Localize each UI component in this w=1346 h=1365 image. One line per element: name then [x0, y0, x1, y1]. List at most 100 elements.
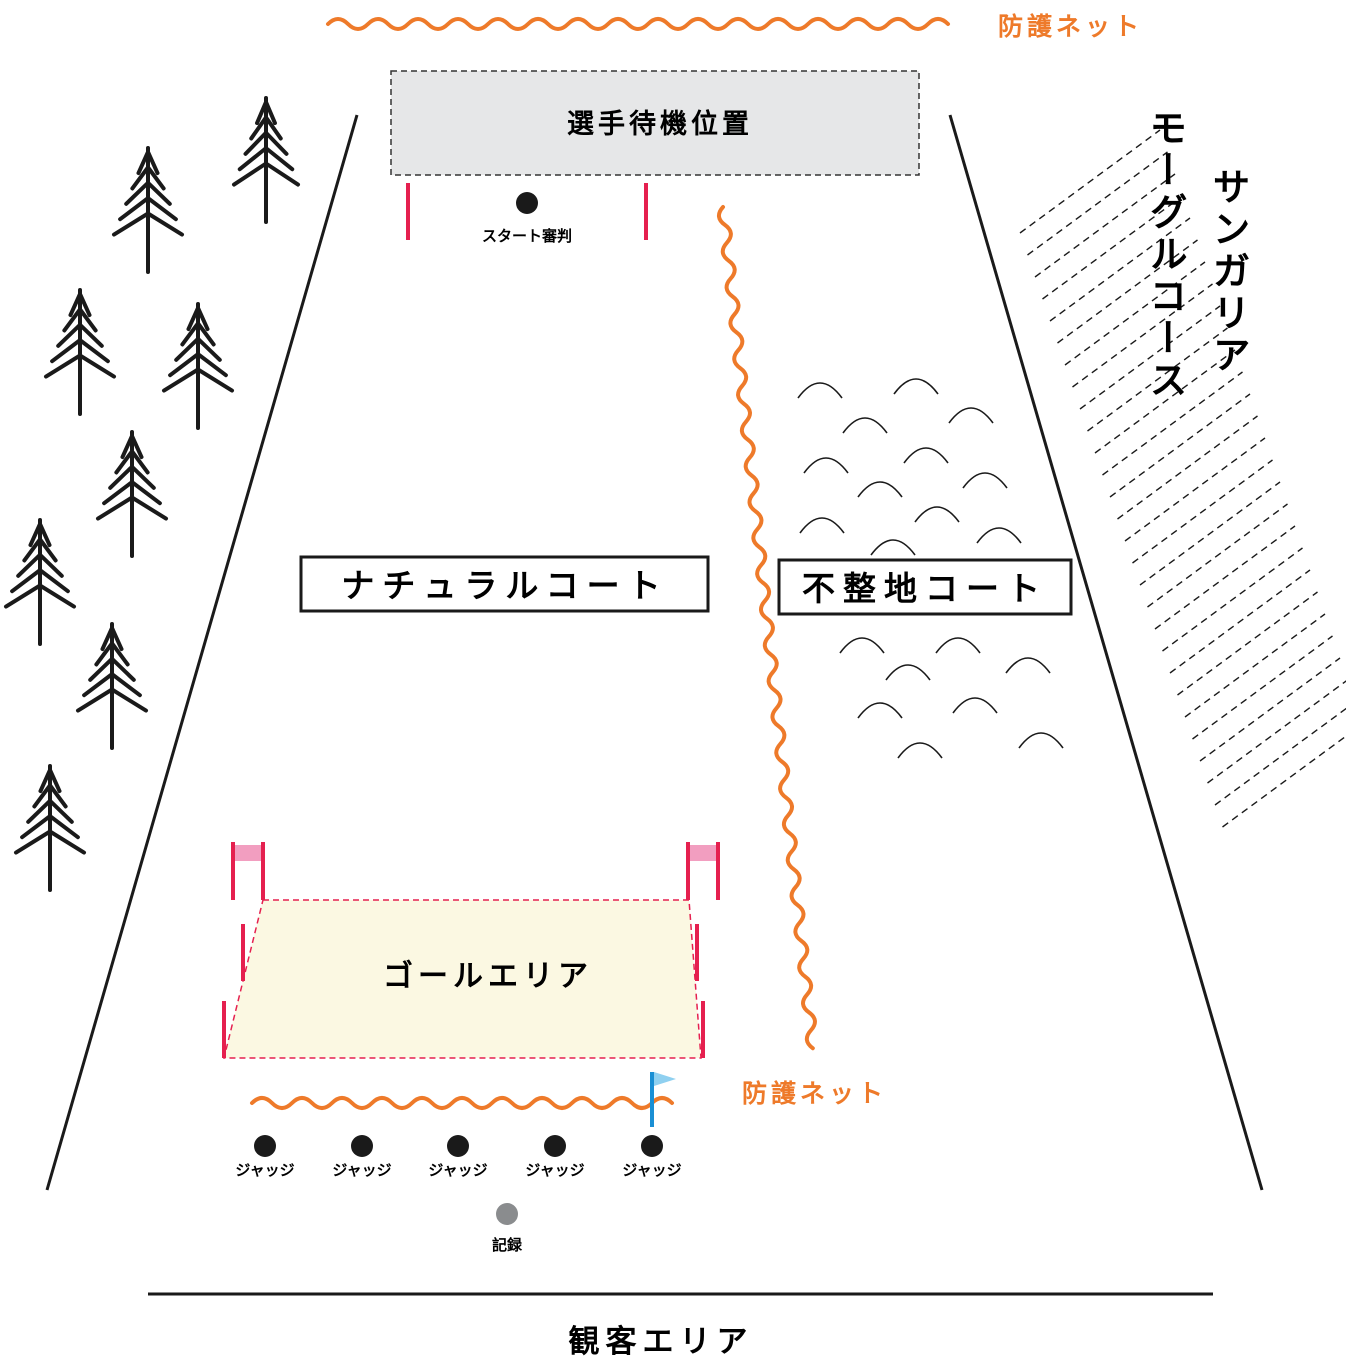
mogul-bump	[857, 702, 903, 719]
hatch-line	[1034, 173, 1176, 278]
start-judge-dot	[516, 192, 538, 214]
hatch-line	[1177, 591, 1318, 696]
hatch-line	[1169, 569, 1311, 674]
hatch-line	[1184, 613, 1326, 718]
judge-dot	[447, 1135, 469, 1157]
mogul-bump	[803, 457, 849, 474]
mogul-bump	[799, 517, 845, 534]
tree	[4, 518, 76, 646]
mogul-bump	[976, 527, 1022, 544]
hatch-line	[1102, 371, 1243, 476]
tree	[96, 430, 168, 558]
mogul-bump	[897, 742, 943, 759]
net-bottom-label: 防護ネット	[742, 1079, 887, 1108]
hatch-line	[1117, 415, 1258, 520]
mogul-course-label-line2: モーグルコース	[1143, 108, 1187, 402]
judge: ジャッジ	[332, 1135, 392, 1179]
tree	[14, 764, 86, 892]
record-dot	[496, 1203, 518, 1225]
net-top-label: 防護ネット	[998, 12, 1143, 41]
mogul-bump	[914, 506, 960, 523]
waiting-area-box	[390, 70, 920, 176]
record-label: 記録	[492, 1236, 523, 1254]
hatch-line	[1049, 217, 1191, 322]
tree	[76, 622, 148, 750]
hatch-line	[1222, 735, 1346, 828]
hatch-line	[1214, 707, 1346, 806]
hatch-line	[1094, 349, 1236, 454]
goal-flag-right	[688, 845, 718, 861]
hatch-line	[1027, 151, 1168, 256]
judge: ジャッジ	[235, 1135, 295, 1179]
mogul-bump	[903, 447, 949, 464]
hatch-line	[1072, 283, 1213, 388]
mogul-bump	[885, 664, 931, 681]
judge-label: ジャッジ	[525, 1161, 584, 1179]
mogul-bump	[952, 697, 998, 714]
goal-area-label: ゴールエリア	[383, 959, 593, 994]
mogul-course-hatch	[1019, 129, 1346, 828]
rough-court-label: 不整地コート	[802, 569, 1048, 608]
spectator-area-label: 観客エリア	[569, 1324, 754, 1360]
mogul-bump	[948, 407, 994, 424]
mogul-bump	[857, 481, 903, 498]
mogul-bumps	[797, 378, 1064, 759]
natural-court-box	[299, 555, 710, 613]
judge-dot	[641, 1135, 663, 1157]
mogul-course-label-line1: サンガリア	[1206, 167, 1250, 377]
hatch-line	[1042, 195, 1183, 300]
slope-left-edge	[45, 114, 359, 1191]
waiting-area-label: 選手待機位置	[567, 108, 753, 140]
hatch-line	[1079, 305, 1221, 410]
trees	[4, 96, 300, 892]
tree	[232, 96, 300, 224]
hatch-line	[1192, 635, 1333, 740]
judge-dot	[254, 1135, 276, 1157]
hatch-line	[1019, 129, 1161, 234]
protection-net-bottom	[250, 1096, 674, 1110]
hatch-line	[1147, 503, 1288, 608]
mogul-bump	[935, 637, 981, 654]
hatch-line	[1162, 547, 1303, 652]
hatch-line	[1199, 657, 1341, 762]
mogul-bump	[962, 472, 1008, 489]
slope-right-edge	[948, 114, 1264, 1191]
mogul-bump	[893, 378, 939, 395]
judge-label: ジャッジ	[235, 1161, 294, 1179]
judge-label: ジャッジ	[332, 1161, 391, 1179]
hatch-line	[1139, 481, 1281, 586]
finish-flag	[654, 1072, 676, 1086]
hatch-line	[1124, 437, 1266, 542]
hatch-line	[1132, 459, 1273, 564]
judge: ジャッジ	[622, 1135, 682, 1179]
mogul-bump	[839, 637, 885, 654]
rough-court-box	[777, 558, 1073, 616]
judge-dot	[351, 1135, 373, 1157]
judges: ジャッジ ジャッジ ジャッジ ジャッジ ジャッジ	[235, 1135, 682, 1179]
judge-label: ジャッジ	[428, 1161, 487, 1179]
judge: ジャッジ	[428, 1135, 488, 1179]
mogul-bump	[870, 539, 916, 556]
judge-dot	[544, 1135, 566, 1157]
tree	[44, 288, 116, 416]
hatch-line	[1057, 239, 1198, 344]
judge-label: ジャッジ	[622, 1161, 681, 1179]
hatch-line	[1064, 261, 1206, 366]
tree	[162, 302, 234, 430]
mogul-bump	[1018, 732, 1064, 749]
hatch-line	[1154, 525, 1296, 630]
start-judge-label: スタート審判	[482, 227, 572, 245]
hatch-line	[1207, 680, 1346, 784]
goal-flag-left	[233, 845, 263, 861]
mogul-bump	[1005, 657, 1051, 674]
mogul-bump	[842, 417, 888, 434]
hatch-line	[1087, 327, 1228, 432]
tree	[112, 146, 184, 274]
mogul-bump	[797, 382, 843, 399]
protection-net-top	[326, 17, 950, 31]
hatch-line	[1109, 393, 1251, 498]
protection-net-divider	[716, 205, 817, 1051]
judge: ジャッジ	[525, 1135, 585, 1179]
natural-court-label: ナチュラルコート	[341, 566, 668, 605]
